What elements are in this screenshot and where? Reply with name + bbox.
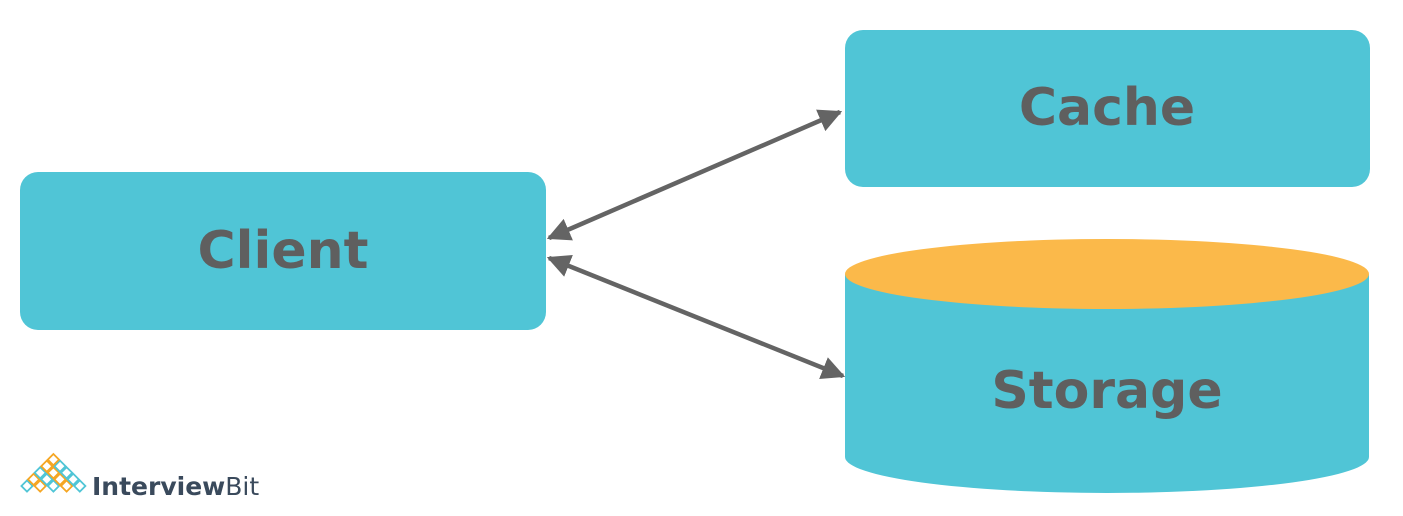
- logo-diamond: [39, 459, 54, 474]
- interviewbit-logo: InterviewBit: [20, 452, 259, 501]
- logo-diamond: [46, 479, 61, 493]
- logo-wordmark: InterviewBit: [92, 472, 259, 501]
- logo-diamond: [59, 479, 74, 493]
- logo-diamond: [66, 472, 81, 487]
- storage-label: Storage: [991, 361, 1222, 421]
- client-storage-arrow: [546, 254, 846, 380]
- logo-diamond: [26, 472, 41, 487]
- logo-diamond: [39, 472, 54, 487]
- logo-diamond: [33, 465, 48, 480]
- logo-brand-second: Bit: [225, 472, 259, 501]
- logo-diamond: [72, 479, 87, 493]
- client-label: Client: [198, 221, 369, 281]
- storage-cylinder-top: [845, 239, 1369, 309]
- cache-box: [845, 30, 1370, 187]
- logo-diamond: [33, 479, 48, 493]
- logo-diamond: [53, 459, 67, 474]
- logo-diamond: [46, 452, 61, 467]
- client-node: Client: [20, 172, 546, 330]
- client-cache-arrow: [546, 109, 843, 241]
- logo-brand-first: Interview: [92, 472, 225, 501]
- client-box: [20, 172, 546, 330]
- logo-diamond: [53, 472, 67, 487]
- logo-diamond: [59, 465, 74, 480]
- logo-diamond: [20, 479, 34, 493]
- cache-node: Cache: [845, 30, 1370, 187]
- cache-label: Cache: [1019, 78, 1195, 138]
- storage-cylinder-body: [845, 274, 1369, 493]
- storage-node: Storage: [845, 239, 1369, 493]
- logo-diamond: [46, 465, 61, 480]
- diamond-grid-icon: [20, 452, 87, 493]
